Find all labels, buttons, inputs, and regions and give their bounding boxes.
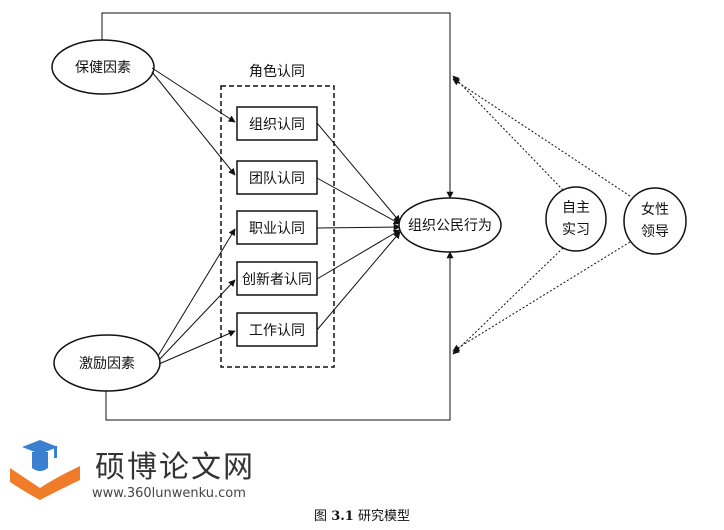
autonomous-internship-label-line1: 自主 bbox=[562, 200, 590, 216]
figure-caption: 图 3.1 研究模型 bbox=[0, 505, 724, 524]
watermark-url: www.360lunwenku.com bbox=[92, 486, 246, 501]
team-identity-box bbox=[236, 160, 318, 195]
motivation-factors-node bbox=[53, 334, 161, 392]
arrow-career-to-ocb bbox=[316, 223, 401, 231]
female-leadership-node bbox=[623, 187, 687, 255]
hygiene-factors-node bbox=[51, 39, 155, 95]
watermark-logo bbox=[10, 440, 80, 500]
arrow-org-to-ocb bbox=[316, 122, 401, 223]
arrow-innovator-to-ocb bbox=[316, 229, 401, 280]
ocb-node bbox=[398, 197, 502, 253]
dotted-female-to-top bbox=[452, 78, 631, 197]
female-leadership-label-line1: 女性 bbox=[641, 201, 669, 218]
work-identity-box bbox=[236, 312, 318, 347]
graduation-cap-icon bbox=[22, 440, 58, 454]
watermark-name: 硕博论文网 bbox=[95, 450, 255, 485]
org-identity-label: 组织认同 bbox=[249, 117, 305, 133]
arrow-motivation-to-career bbox=[157, 228, 236, 357]
hygiene-factors-label: 保健因素 bbox=[75, 60, 131, 76]
dotted-autonomy-to-top bbox=[452, 75, 564, 191]
innovator-identity-box bbox=[236, 261, 318, 296]
arrow-hygiene-to-org bbox=[151, 67, 236, 123]
motivation-factors-label: 激励因素 bbox=[79, 355, 135, 372]
caption-prefix: 图 bbox=[314, 509, 328, 524]
arrow-hygiene-to-team bbox=[151, 71, 236, 176]
career-identity-label: 职业认同 bbox=[249, 221, 305, 237]
org-identity-box bbox=[236, 106, 318, 141]
autonomous-internship-label-line2: 实习 bbox=[562, 222, 590, 238]
caption-title: 研究模型 bbox=[357, 509, 410, 524]
work-identity-label: 工作认同 bbox=[249, 323, 305, 339]
team-identity-label: 团队认同 bbox=[249, 171, 305, 187]
arrow-motivation-to-innovator bbox=[158, 279, 236, 361]
bottom-loop-line bbox=[105, 251, 454, 421]
innovator-identity-label: 创新者认同 bbox=[242, 272, 312, 288]
dotted-autonomy-to-bottom bbox=[452, 247, 564, 355]
role-identity-label: 角色认同 bbox=[249, 63, 305, 80]
female-leadership-label-line2: 领导 bbox=[641, 224, 669, 240]
career-identity-box bbox=[236, 210, 318, 245]
caption-number: 3.1 bbox=[331, 509, 354, 524]
autonomous-internship-node bbox=[545, 186, 607, 252]
open-book-icon bbox=[10, 466, 80, 500]
book-shape-icon bbox=[32, 452, 48, 471]
arrow-motivation-to-work bbox=[158, 330, 236, 365]
role-identity-group bbox=[220, 85, 335, 368]
dotted-female-to-bottom bbox=[452, 241, 631, 352]
top-loop-line bbox=[101, 12, 454, 199]
arrow-work-to-ocb bbox=[316, 231, 401, 331]
ocb-label: 组织公民行为 bbox=[408, 218, 492, 234]
cap-tassel-icon bbox=[54, 446, 57, 458]
arrow-team-to-ocb bbox=[316, 177, 401, 225]
